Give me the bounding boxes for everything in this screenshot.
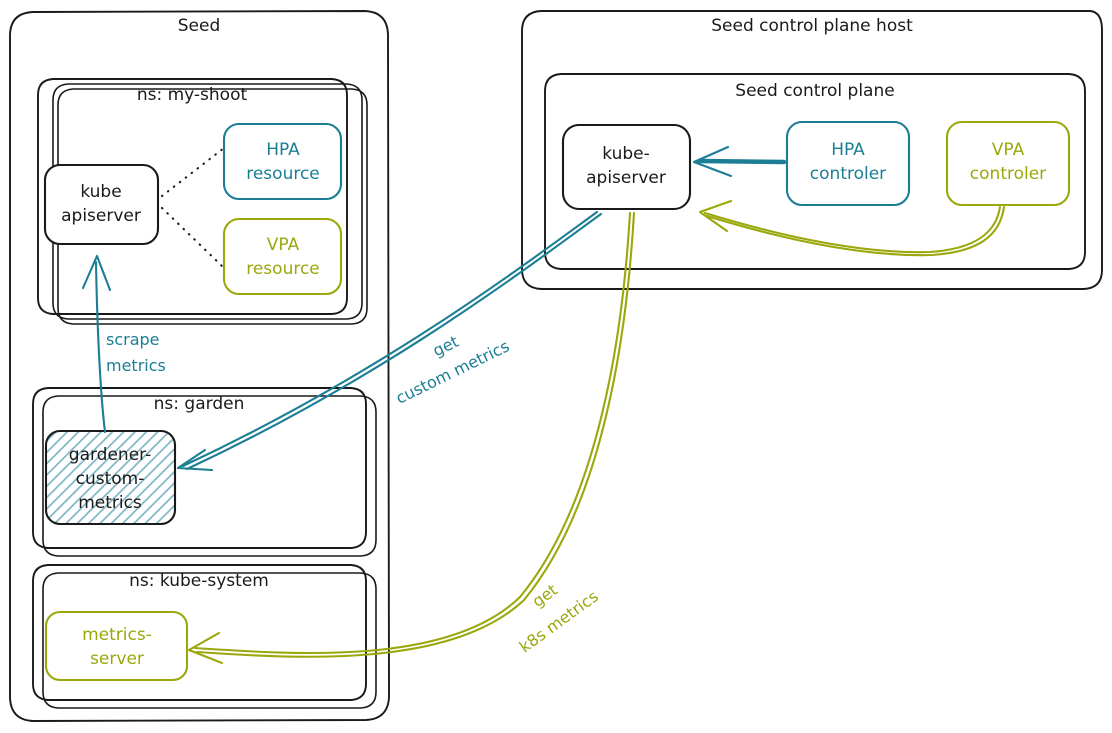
container-ns-garden: ns: garden	[32, 387, 377, 557]
node-hpa-resource-line2: resource	[246, 164, 320, 184]
ns-my-shoot-stack-copy-3	[57, 88, 368, 325]
node-seed-kube-apiserver[interactable]: kube- apiserver	[561, 123, 692, 211]
node-vpa-controller[interactable]: VPA controler	[945, 120, 1071, 207]
edge-vpa-controller-to-apiserver	[698, 199, 1006, 257]
node-hpa-controller-line2: controler	[810, 164, 886, 184]
node-hpa-controller[interactable]: HPA controler	[785, 120, 911, 207]
container-seed-control-plane: Seed control plane	[544, 73, 1086, 270]
node-metrics-server[interactable]: metrics- server	[44, 610, 189, 682]
node-vpa-resource-line1: VPA	[267, 235, 300, 255]
container-seed-control-plane-title: Seed control plane	[735, 81, 894, 101]
node-metrics-server-line2: server	[90, 649, 144, 669]
node-shoot-kube-apiserver[interactable]: kube apiserver	[43, 163, 160, 246]
edge-hpa-controller-to-apiserver	[692, 145, 787, 178]
link-apiserver-to-vpa-resource	[160, 206, 226, 270]
edge-get-k8s-metrics-label-line1: get	[529, 580, 561, 611]
node-vpa-resource-line2: resource	[246, 259, 320, 279]
edge-scrape-metrics-label-line1: scrape	[106, 330, 160, 349]
node-vpa-resource[interactable]: VPA resource	[222, 217, 343, 296]
node-hpa-resource-line1: HPA	[266, 140, 300, 160]
edge-get-custom-metrics-label-line1: get	[430, 332, 462, 361]
node-hpa-resource[interactable]: HPA resource	[222, 122, 343, 201]
container-ns-my-shoot-title: ns: my-shoot	[137, 85, 248, 105]
node-seed-kube-apiserver-line2: apiserver	[586, 168, 666, 188]
node-gardener-custom-metrics-line1: gardener-	[69, 445, 151, 465]
container-ns-kube-system-title: ns: kube-system	[129, 571, 269, 591]
edge-scrape-metrics: scrape metrics	[81, 254, 166, 434]
ns-garden-stack-copy	[42, 395, 377, 557]
ns-kube-system-stack-copy	[42, 572, 377, 709]
container-seed-title: Seed	[178, 16, 221, 36]
container-seed: Seed	[9, 10, 390, 722]
ns-garden-box	[32, 387, 367, 549]
ns-kube-system-box	[32, 564, 367, 701]
node-metrics-server-line1: metrics-	[82, 625, 152, 645]
node-vpa-controller-line2: controler	[970, 164, 1046, 184]
node-shoot-kube-apiserver-line2: apiserver	[61, 206, 141, 226]
node-shoot-kube-apiserver-line1: kube	[80, 182, 121, 202]
edge-scrape-metrics-label-line2: metrics	[106, 356, 166, 375]
link-apiserver-to-hpa-resource	[160, 146, 226, 198]
container-seed-control-plane-host-title: Seed control plane host	[711, 16, 913, 36]
node-gardener-custom-metrics[interactable]: gardener- custom- metrics	[44, 429, 177, 526]
ns-my-shoot-stack-front	[37, 78, 348, 315]
container-ns-my-shoot: ns: my-shoot	[37, 78, 368, 325]
node-gardener-custom-metrics-line3: metrics	[78, 493, 142, 513]
node-vpa-controller-line1: VPA	[992, 140, 1025, 160]
container-seed-control-plane-host: Seed control plane host	[521, 10, 1103, 290]
node-hpa-controller-line1: HPA	[831, 140, 865, 160]
container-ns-garden-title: ns: garden	[154, 394, 245, 414]
node-gardener-custom-metrics-line2: custom-	[76, 469, 145, 489]
node-seed-kube-apiserver-line1: kube-	[602, 144, 649, 164]
container-ns-kube-system: ns: kube-system	[32, 564, 377, 709]
ns-my-shoot-stack-copy-2	[52, 83, 363, 320]
